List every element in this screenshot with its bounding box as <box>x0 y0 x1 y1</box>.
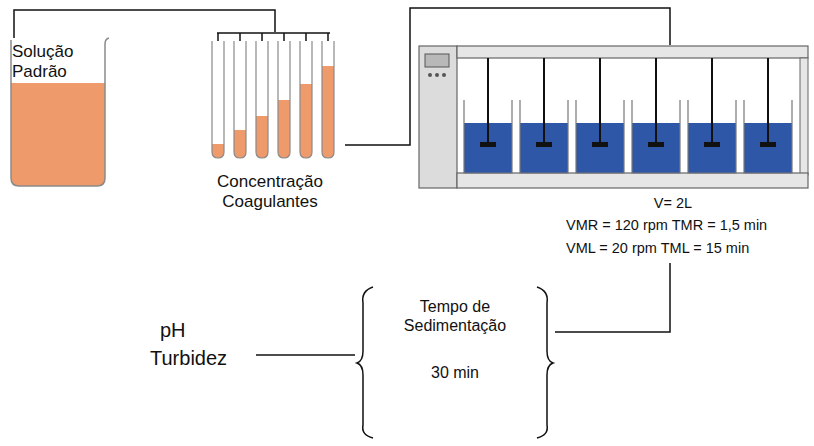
connector-path <box>555 263 670 332</box>
node-label: VML = 20 rpm TML = 15 min <box>566 240 808 257</box>
node-label: Turbidez <box>150 346 254 370</box>
node-label: Tempo de Sedimentação <box>383 297 527 335</box>
node-label: Solução Padrão <box>12 42 102 83</box>
connector-line <box>555 263 670 332</box>
node-label: pH <box>160 318 220 342</box>
standard-solution-beaker: Solução Padrão <box>8 38 112 188</box>
jar-test-apparatus: V= 2L VMR = 120 rpm TMR = 1,5 minVML = 20… <box>418 45 810 263</box>
coagulant-tubes: Concentração Coagulantes <box>195 32 345 228</box>
connector-path <box>14 10 275 38</box>
node-label: V= 2L <box>618 195 728 212</box>
sedimentation-bracket: Tempo de Sedimentação 30 min <box>355 285 555 441</box>
measurement-text: pH Turbidez <box>148 318 256 376</box>
node-label: 30 min <box>383 363 527 382</box>
connector-line <box>14 10 275 38</box>
node-label: Concentração Coagulantes <box>195 172 345 213</box>
connector-line <box>256 355 355 356</box>
connector-path <box>256 354 355 356</box>
node-label: VMR = 120 rpm TMR = 1,5 min <box>566 217 808 234</box>
